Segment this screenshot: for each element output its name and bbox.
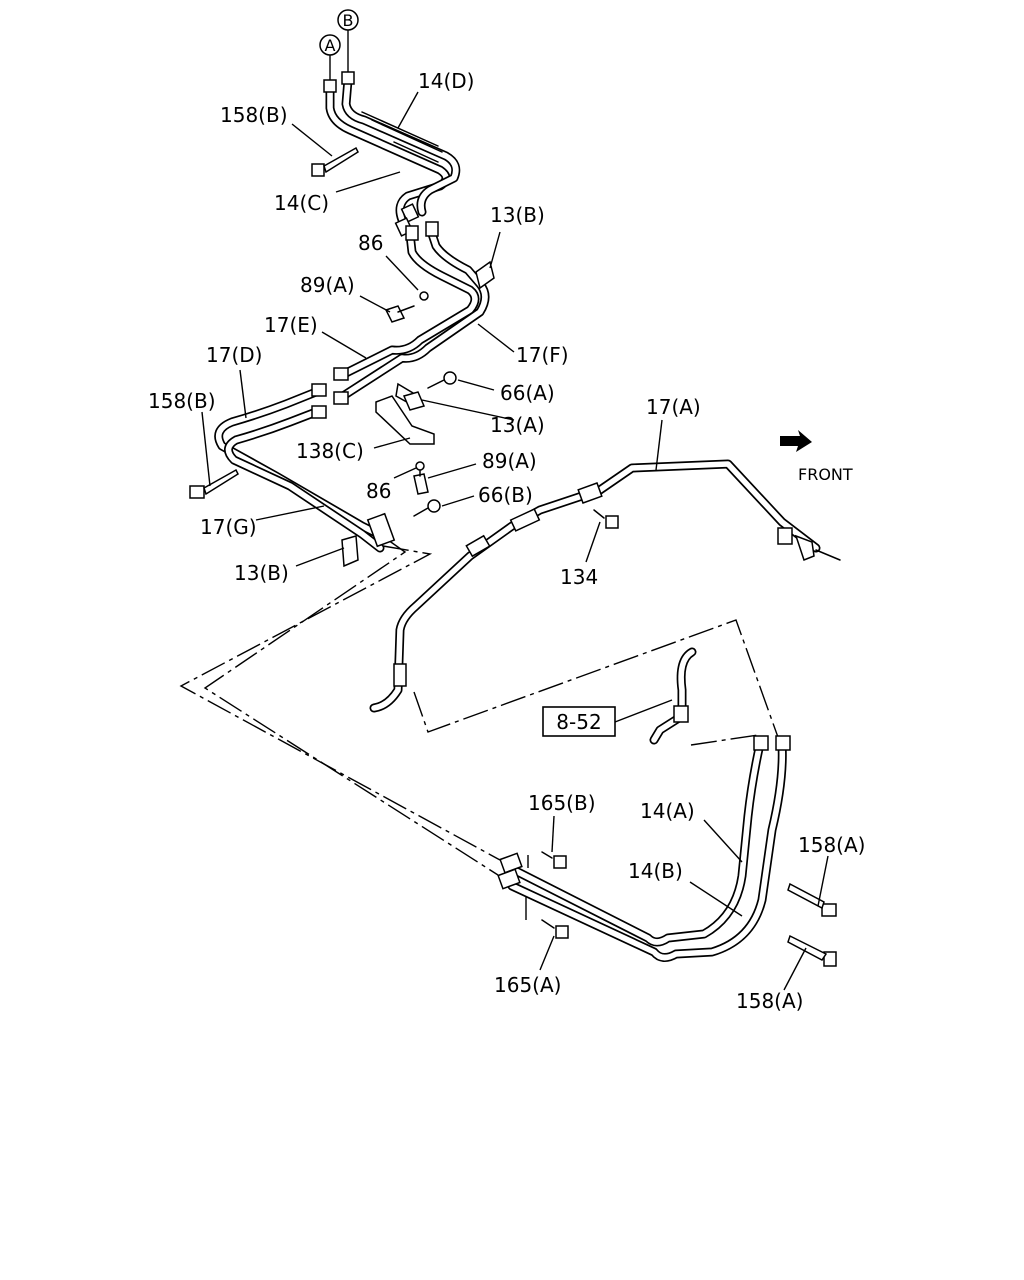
label-86-top: 86 xyxy=(358,231,383,255)
bracket-13B-bot xyxy=(341,535,359,568)
label-134: 134 xyxy=(560,565,598,589)
label-165A: 165(A) xyxy=(494,973,561,997)
clip-89A-mid xyxy=(413,469,429,495)
pipe-17E-17F xyxy=(333,221,495,405)
bolt-165A xyxy=(541,919,569,939)
label-14D: 14(D) xyxy=(418,69,474,93)
clip-89A-top xyxy=(384,305,415,323)
clamp-13B-top xyxy=(475,260,495,290)
label-14B: 14(B) xyxy=(628,859,683,883)
bracket-138C xyxy=(375,382,435,445)
label-13B-bot: 13(B) xyxy=(234,561,289,585)
label-17A: 17(A) xyxy=(646,395,701,419)
label-14C: 14(C) xyxy=(274,191,329,215)
dashdot-outlines xyxy=(179,539,780,920)
pipe-14D-14C xyxy=(323,71,461,237)
tie-158B-top xyxy=(311,146,359,177)
tie-158A-top xyxy=(787,882,837,917)
reference-box xyxy=(542,699,673,737)
pipe-8-52 xyxy=(649,647,697,745)
front-arrow-icon xyxy=(780,430,812,452)
label-13A: 13(A) xyxy=(490,413,545,437)
svg-text:A: A xyxy=(325,36,336,55)
label-front: FRONT xyxy=(798,465,853,484)
marker-A: A xyxy=(319,34,341,80)
label-17D: 17(D) xyxy=(206,343,262,367)
washer-86-mid xyxy=(415,461,425,471)
label-66B: 66(B) xyxy=(478,483,533,507)
label-158A-bot: 158(A) xyxy=(736,989,803,1013)
part-labels: 14(D) 158(B) 14(C) 13(B) 86 89(A) 17(E) … xyxy=(148,69,865,1013)
small-parts xyxy=(189,146,837,967)
tie-158B-left xyxy=(189,468,239,499)
label-86-mid: 86 xyxy=(366,479,391,503)
pipe-14A-14B xyxy=(497,735,791,962)
label-158A-top: 158(A) xyxy=(798,833,865,857)
pipe-block xyxy=(366,512,396,548)
label-17F: 17(F) xyxy=(516,343,569,367)
label-17G: 17(G) xyxy=(200,515,257,539)
washer-86-top xyxy=(419,291,429,301)
pipe-17A xyxy=(369,459,841,713)
label-14A: 14(A) xyxy=(640,799,695,823)
label-13B-top: 13(B) xyxy=(490,203,545,227)
bolt-66A xyxy=(427,371,457,389)
tie-158A-bot xyxy=(787,934,837,967)
leader-lines xyxy=(201,91,829,991)
label-138C: 138(C) xyxy=(296,439,364,463)
pipe-17D-17G xyxy=(214,383,396,568)
label-89A-top: 89(A) xyxy=(300,273,355,297)
label-158B-top: 158(B) xyxy=(220,103,288,127)
hex-nut-B xyxy=(341,71,355,85)
marker-B: B xyxy=(337,9,359,72)
clamp-13A xyxy=(402,391,426,411)
bolt-66B xyxy=(413,499,441,517)
svg-text:B: B xyxy=(343,11,354,30)
label-89A-mid: 89(A) xyxy=(482,449,537,473)
hex-nut-A xyxy=(323,79,337,93)
label-ref-8-52: 8-52 xyxy=(556,710,601,734)
bolt-165B xyxy=(541,851,567,869)
label-158B-left: 158(B) xyxy=(148,389,216,413)
label-66A: 66(A) xyxy=(500,381,555,405)
bolt-134 xyxy=(593,509,619,529)
label-165B: 165(B) xyxy=(528,791,596,815)
label-17E: 17(E) xyxy=(264,313,318,337)
